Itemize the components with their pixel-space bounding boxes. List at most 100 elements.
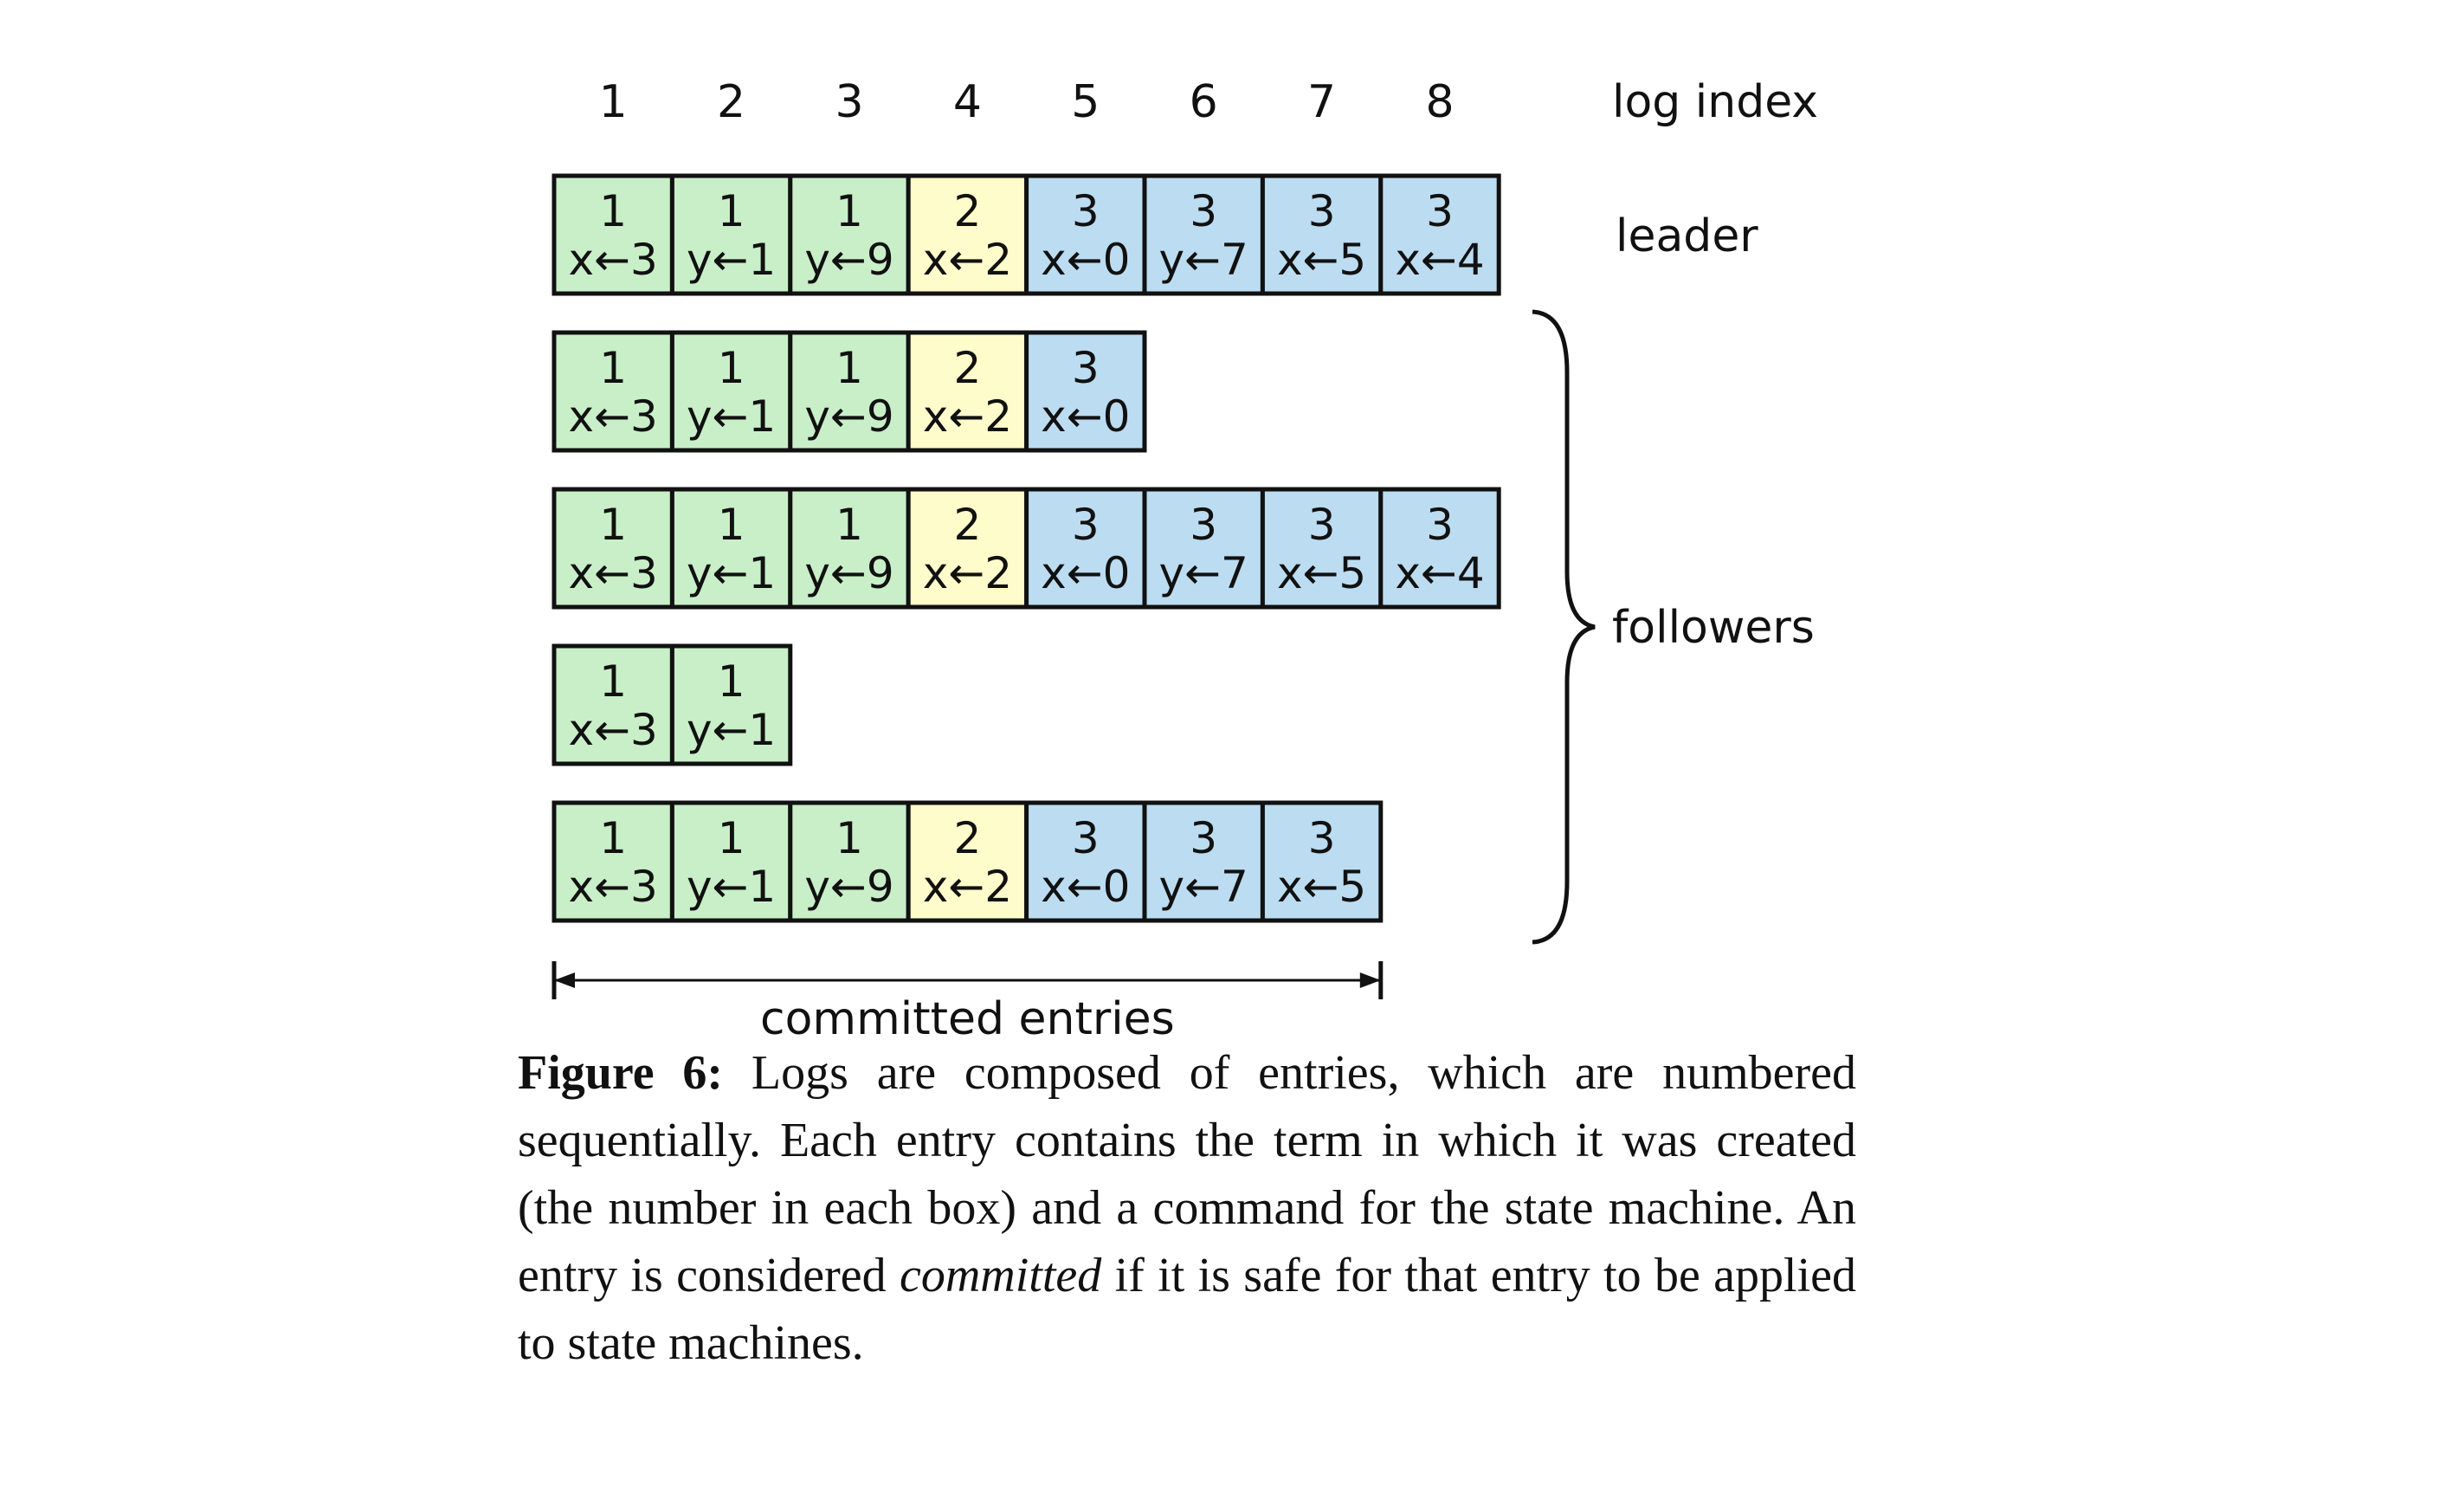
entry-command: x←0 — [1041, 862, 1130, 912]
entry-command: y←1 — [687, 862, 776, 912]
follower-log-2: 1x←31y←11y←92x←23x←03y←73x←53x←4 — [551, 487, 1501, 610]
entry-box — [1260, 800, 1384, 923]
log-entry: 3x←0 — [1024, 487, 1147, 610]
log-entry: 3x←0 — [1024, 800, 1147, 923]
leader-log: 1x←31y←11y←92x←23x←03y←73x←53x←4 — [551, 173, 1501, 296]
log-entry: 1x←3 — [551, 487, 674, 610]
entry-term: 3 — [1072, 500, 1100, 550]
entry-term: 3 — [1190, 813, 1217, 863]
entry-term: 3 — [1426, 186, 1454, 236]
logs: 1x←31y←11y←92x←23x←03y←73x←53x←41x←31y←1… — [551, 173, 1501, 923]
entry-term: 1 — [599, 656, 627, 707]
entry-command: y←1 — [687, 391, 776, 442]
committed-entries-arrow — [551, 961, 1384, 999]
log-entry: 2x←2 — [906, 800, 1029, 923]
entry-term: 1 — [599, 343, 627, 393]
follower-log-3: 1x←31y←1 — [551, 643, 793, 766]
log-entry: 1y←1 — [669, 487, 793, 610]
entry-term: 3 — [1072, 813, 1100, 863]
entry-box — [788, 487, 911, 610]
entry-term: 2 — [953, 343, 981, 393]
entry-command: x←3 — [569, 548, 658, 598]
log-index-7: 7 — [1307, 76, 1336, 128]
entry-command: y←7 — [1159, 862, 1248, 912]
entry-box — [669, 643, 793, 766]
entry-term: 1 — [835, 500, 863, 550]
log-index-4: 4 — [953, 76, 982, 128]
log-entry: 3x←4 — [1378, 487, 1501, 610]
entry-term: 2 — [953, 813, 981, 863]
entry-term: 1 — [718, 186, 745, 236]
entry-command: y←7 — [1159, 548, 1248, 598]
entry-box — [669, 800, 793, 923]
entry-box — [1024, 800, 1147, 923]
entry-term: 1 — [718, 813, 745, 863]
log-entry: 3x←5 — [1260, 487, 1384, 610]
entry-term: 1 — [835, 343, 863, 393]
log-index-1: 1 — [599, 76, 628, 128]
log-entry: 3y←7 — [1142, 800, 1265, 923]
entry-box — [906, 800, 1029, 923]
log-entry: 1y←1 — [669, 173, 793, 296]
entry-command: x←2 — [923, 391, 1012, 442]
log-entry: 3x←0 — [1024, 330, 1147, 453]
log-entry: 1x←3 — [551, 173, 674, 296]
entry-term: 1 — [599, 813, 627, 863]
entry-term: 3 — [1308, 186, 1336, 236]
log-entry: 1y←9 — [788, 330, 911, 453]
log-index-label: log index — [1612, 76, 1818, 128]
entry-command: x←0 — [1041, 391, 1130, 442]
entry-box — [551, 173, 674, 296]
entry-term: 1 — [599, 500, 627, 550]
leader-label: leader — [1616, 210, 1758, 262]
entry-command: x←5 — [1277, 862, 1366, 912]
entry-command: x←5 — [1277, 235, 1366, 285]
arrow-left-head — [554, 972, 575, 988]
figure-caption: Figure 6: Logs are composed of entries, … — [518, 1039, 1856, 1377]
entry-box — [1142, 173, 1265, 296]
entry-box — [788, 173, 911, 296]
log-entry: 1y←9 — [788, 487, 911, 610]
entry-box — [1378, 173, 1501, 296]
log-entry: 2x←2 — [906, 173, 1029, 296]
log-entry: 3y←7 — [1142, 173, 1265, 296]
log-entry: 3x←0 — [1024, 173, 1147, 296]
entry-command: y←9 — [804, 548, 893, 598]
entry-term: 2 — [953, 186, 981, 236]
entry-command: x←4 — [1395, 548, 1484, 598]
entry-box — [906, 487, 1029, 610]
log-entry: 1y←9 — [788, 800, 911, 923]
log-entry: 1x←3 — [551, 643, 674, 766]
entry-box — [669, 173, 793, 296]
log-entry: 2x←2 — [906, 487, 1029, 610]
log-entry: 1x←3 — [551, 800, 674, 923]
entry-box — [1142, 487, 1265, 610]
entry-term: 3 — [1426, 500, 1454, 550]
log-entry: 2x←2 — [906, 330, 1029, 453]
caption-label: Figure 6: — [518, 1046, 724, 1100]
log-index-3: 3 — [835, 76, 863, 128]
entry-box — [669, 330, 793, 453]
arrow-right-head — [1359, 972, 1381, 988]
entry-term: 2 — [953, 500, 981, 550]
entry-box — [551, 330, 674, 453]
entry-term: 3 — [1308, 813, 1336, 863]
entry-term: 3 — [1072, 186, 1100, 236]
committed-entries-label: committed entries — [760, 993, 1175, 1045]
caption-text-after: if it is safe for that entry to be appli… — [518, 1249, 1856, 1370]
follower-log-1: 1x←31y←11y←92x←23x←0 — [551, 330, 1147, 453]
entry-command: x←3 — [569, 235, 658, 285]
entry-term: 1 — [718, 656, 745, 707]
entry-box — [1142, 800, 1265, 923]
entry-box — [1260, 487, 1384, 610]
entry-term: 3 — [1190, 186, 1217, 236]
log-entry: 1x←3 — [551, 330, 674, 453]
followers-label: followers — [1612, 602, 1815, 654]
log-index-2: 2 — [717, 76, 745, 128]
entry-command: x←2 — [923, 862, 1012, 912]
entry-box — [1378, 487, 1501, 610]
entry-term: 3 — [1072, 343, 1100, 393]
entry-term: 1 — [718, 343, 745, 393]
